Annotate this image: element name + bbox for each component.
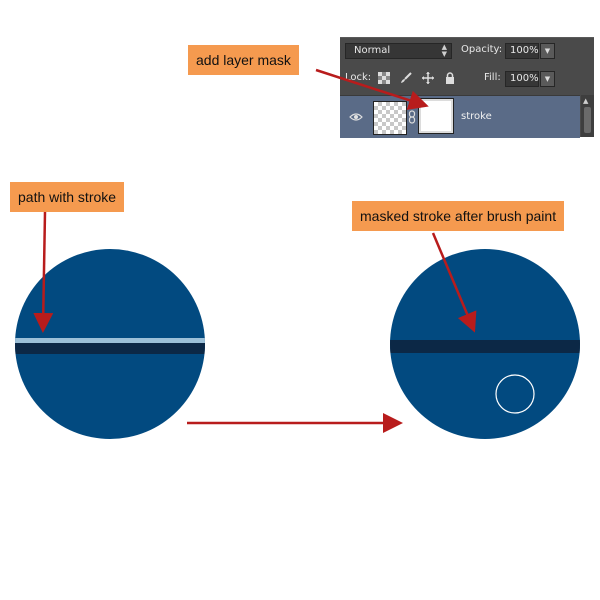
lock-all-padlock-icon[interactable]	[444, 72, 456, 84]
fill-label: Fill:	[484, 72, 501, 83]
scroll-up-arrow-icon[interactable]: ▲	[583, 97, 589, 105]
callout-path-with-stroke: path with stroke	[10, 182, 125, 212]
blend-mode-select[interactable]: Normal ▲▼	[345, 43, 452, 59]
scrollbar-thumb[interactable]	[584, 107, 591, 133]
stroke-highlight-line	[15, 338, 205, 343]
callout-masked-stroke: masked stroke after brush paint	[352, 201, 565, 231]
opacity-input[interactable]: 100%	[505, 43, 539, 59]
opacity-label: Opacity:	[461, 44, 503, 55]
lock-image-pixels-brush-icon[interactable]	[400, 72, 412, 84]
dark-stroke-band	[15, 343, 205, 354]
chain-link-icon[interactable]	[408, 110, 416, 124]
eye-icon[interactable]	[349, 112, 363, 122]
arrow-to-left-stroke	[33, 211, 54, 333]
layer-mask-thumbnail[interactable]	[419, 99, 453, 133]
lock-position-move-icon[interactable]	[422, 72, 434, 84]
layer-transparent-thumbnail[interactable]	[373, 101, 407, 135]
circle-with-stroke	[15, 249, 205, 439]
lock-label: Lock:	[345, 72, 372, 83]
masked-dark-stroke-band	[390, 340, 580, 353]
fill-input[interactable]: 100%	[505, 71, 539, 87]
brush-cursor-circle	[495, 374, 535, 414]
layers-panel-options-row: Normal ▲▼ Opacity: 100% ▼	[340, 38, 594, 64]
fill-dropdown-icon[interactable]: ▼	[540, 71, 555, 87]
circle-masked-stroke	[390, 249, 580, 439]
layers-panel: Normal ▲▼ Opacity: 100% ▼ Lock: Fill: 10…	[340, 37, 594, 138]
updown-arrows-icon: ▲▼	[441, 43, 447, 58]
layer-row-stroke[interactable]: stroke	[340, 95, 580, 138]
callout-add-layer-mask: add layer mask	[188, 45, 299, 75]
layer-name[interactable]: stroke	[461, 111, 492, 122]
lock-transparent-pixels-icon[interactable]	[378, 72, 390, 84]
layers-scrollbar[interactable]: ▲	[581, 95, 594, 137]
blend-mode-value: Normal	[354, 45, 391, 56]
opacity-dropdown-icon[interactable]: ▼	[540, 43, 555, 59]
arrow-to-right-stroke	[431, 232, 477, 333]
